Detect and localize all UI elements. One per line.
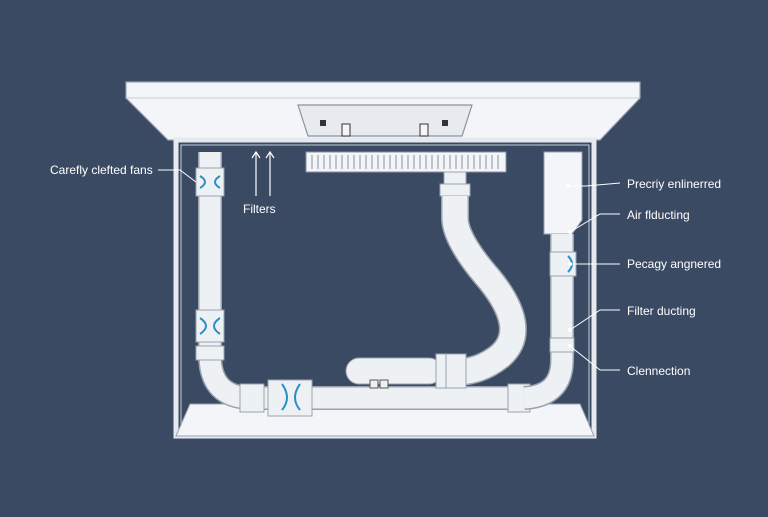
center-duct: [345, 171, 527, 389]
label-right-1: Precriy enlinerred: [627, 177, 722, 191]
label-right-5: Clennection: [627, 364, 691, 378]
vent-grille-icon: [305, 151, 507, 173]
fan-icon: [199, 175, 301, 411]
label-right-3: Pecagy angnered: [627, 257, 722, 271]
label-right-4: Filter ducting: [627, 304, 696, 318]
right-pipe: [522, 151, 583, 410]
left-pipe: [195, 152, 531, 417]
label-filters: Filters: [243, 202, 276, 216]
leader-dots: [566, 184, 572, 348]
label-right-2: Air flducting: [627, 208, 690, 222]
mount-bracket: [297, 104, 473, 137]
label-fans: Carefly clefted fans: [50, 163, 153, 177]
leader-lines: [158, 169, 621, 371]
arrow-up-icon: [251, 150, 275, 196]
